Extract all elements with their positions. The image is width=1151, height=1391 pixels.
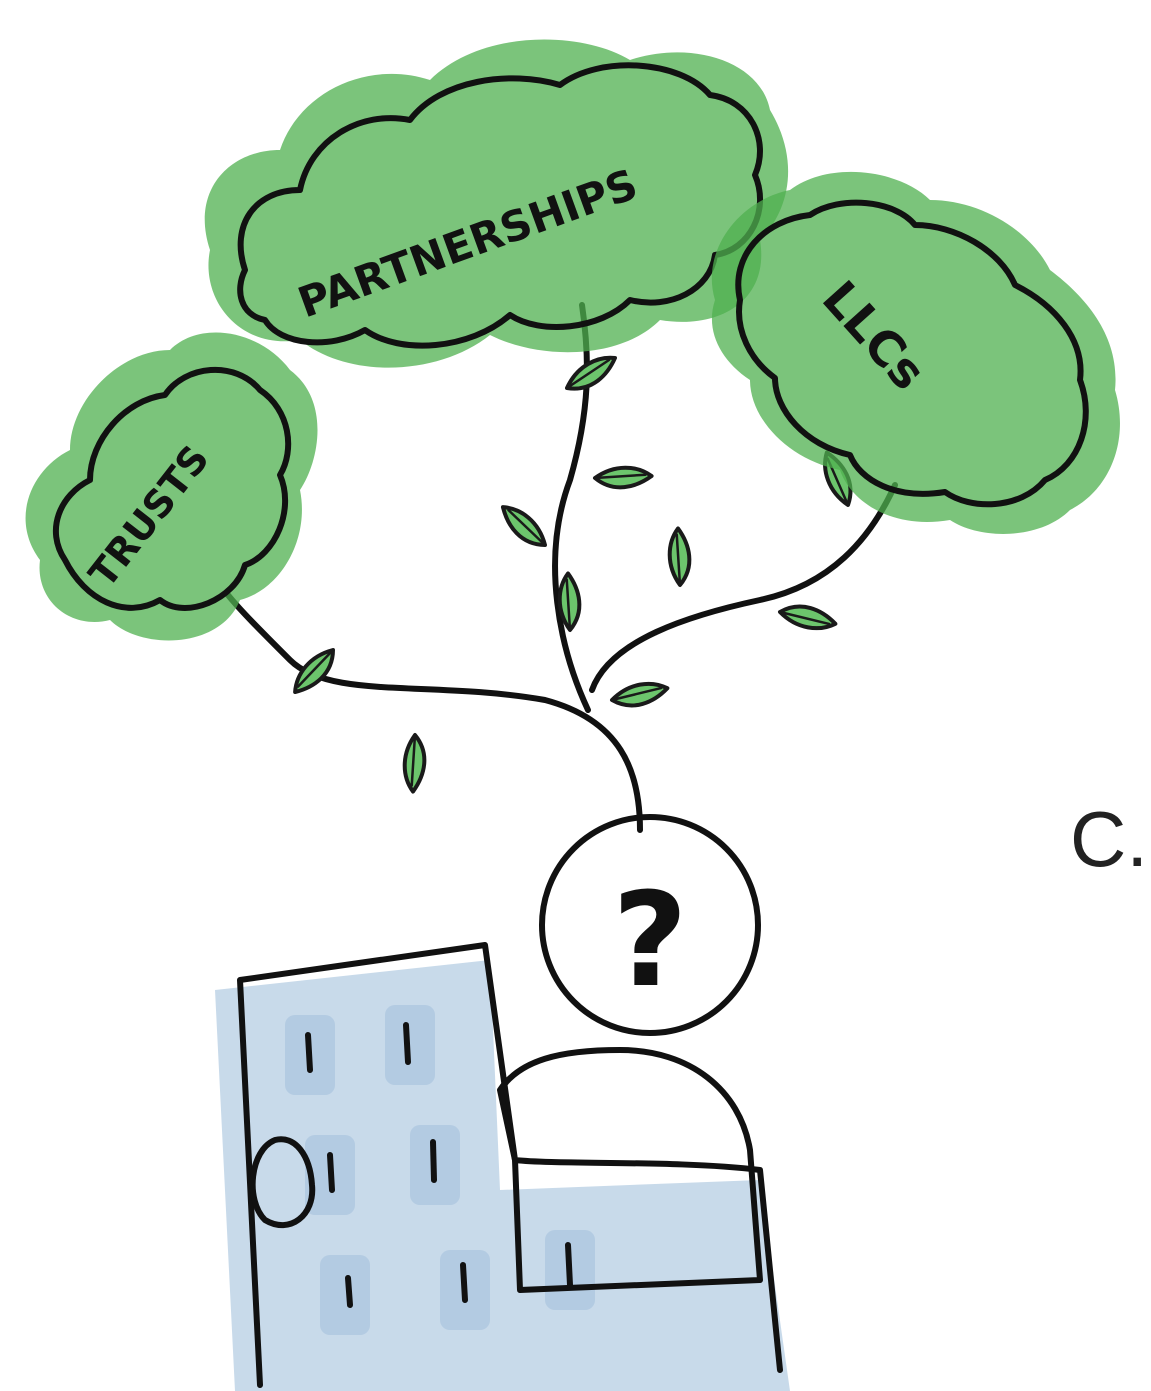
leaf-icon [593, 465, 654, 490]
partnerships-cloud: PARTNERSHIPS [204, 39, 789, 368]
leaf-icon [667, 526, 692, 587]
leaf-icon [500, 505, 547, 547]
llcs-cloud: LLCs [711, 171, 1120, 534]
vine-branches [225, 302, 898, 833]
person-body [497, 1047, 763, 1293]
corner-letter: C. [1070, 795, 1148, 883]
person-head-icon [539, 814, 761, 1036]
leaf-icon [293, 648, 335, 695]
trusts-cloud: TRUSTS [25, 332, 318, 641]
leaf-icon [778, 604, 838, 631]
building-icon [215, 942, 790, 1391]
leaves [293, 355, 853, 794]
leaf-icon [557, 571, 582, 632]
tree-cloud-icon [204, 39, 789, 368]
question-mark: ? [612, 864, 687, 1016]
leaf-icon [565, 355, 617, 391]
person-hand [249, 1136, 316, 1228]
leaf-icon [402, 733, 427, 794]
person-figure: ? [249, 814, 763, 1293]
leaf-icon [610, 681, 670, 708]
